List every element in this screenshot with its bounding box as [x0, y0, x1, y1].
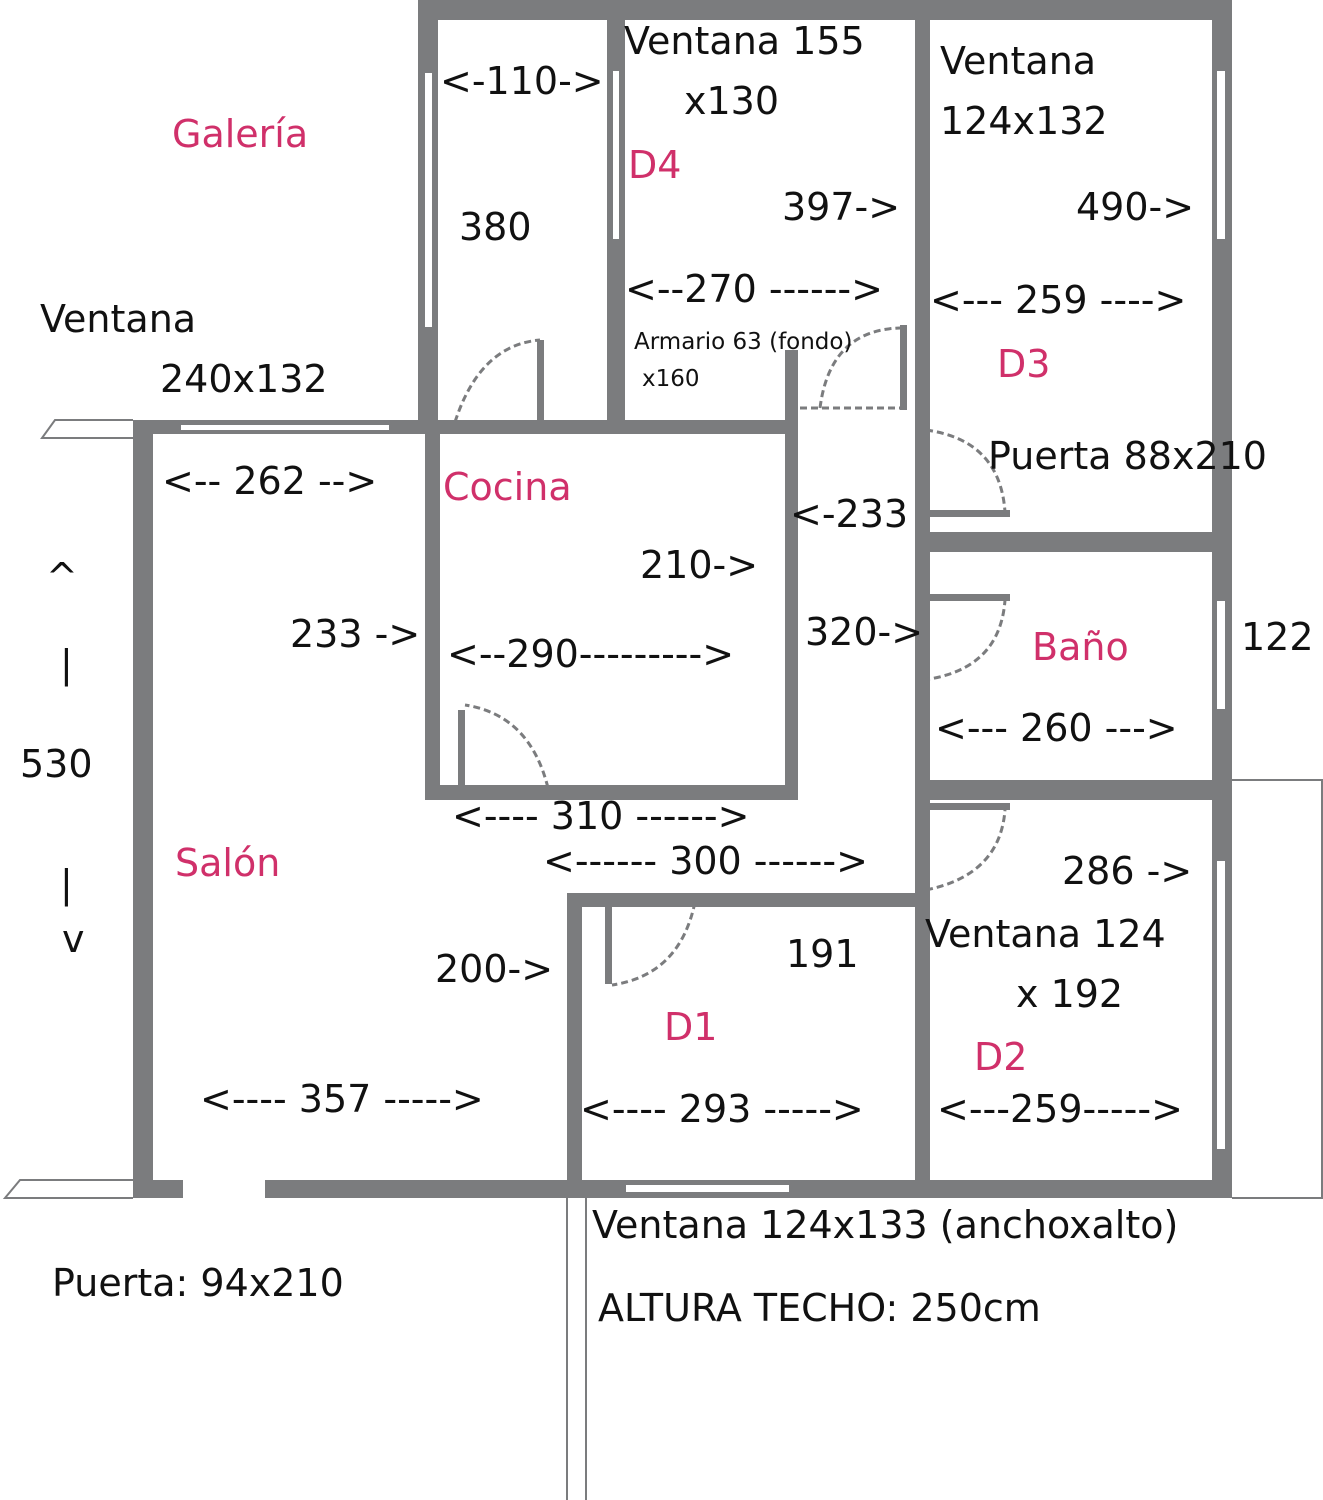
wall-d1-left: [567, 893, 582, 1198]
dim-d4-len: 397->: [782, 185, 900, 229]
wall-bano-bottom: [915, 780, 1232, 800]
balcony-bottom: [2, 1179, 133, 1199]
dim-d2-len: 286 ->: [1062, 849, 1192, 893]
door-galeria: [453, 338, 545, 424]
ventana-d4-1: Ventana 155: [624, 19, 865, 63]
dim-galeria: 380: [459, 205, 532, 249]
armario-1: Armario 63 (fondo): [634, 329, 852, 355]
dim-salon-len: 530: [20, 742, 93, 786]
window-d4-side: [611, 69, 621, 241]
room-label-d2: D2: [974, 1035, 1027, 1079]
dim-d3-len: 490->: [1076, 185, 1194, 229]
balcony-top: [40, 419, 133, 439]
doors: [453, 325, 1010, 987]
dim-pasillo-w: <------ 300 ------>: [543, 839, 868, 883]
ventana-gal-1: Ventana: [40, 297, 196, 341]
door-cocina: [455, 703, 550, 790]
door-d4: [800, 326, 910, 410]
wall-bottom-stub: [133, 1180, 183, 1198]
door-leaf-d3: [930, 510, 1010, 517]
wall-cocina-right: [785, 350, 798, 800]
salon-bar-1: |: [60, 642, 73, 687]
dim-d2-w: <---259----->: [937, 1087, 1183, 1131]
window-d2: [1215, 859, 1227, 1151]
dim-pasillo-len: 320->: [805, 610, 923, 654]
dim-d4-w: <--270 ------>: [625, 267, 883, 311]
puerta-d3: Puerta 88x210: [988, 434, 1267, 478]
door-d1: [600, 900, 697, 987]
armario-2: x160: [642, 366, 700, 392]
wall-d1-top: [567, 893, 930, 907]
puerta-main: Puerta: 94x210: [52, 1261, 344, 1305]
wall-salon-left: [133, 420, 153, 1198]
room-label-galeria: Galería: [172, 112, 308, 156]
dim-bano-w: <--- 260 --->: [935, 706, 1178, 750]
door-d3: [924, 428, 1007, 515]
wall-cocina-left: [425, 420, 440, 800]
door-leaf-galeria: [537, 340, 544, 422]
dim-cocina-bottom: <---- 310 ------>: [452, 794, 750, 838]
dim-cocina-len: 210->: [640, 543, 758, 587]
door-leaf-d1: [605, 902, 612, 984]
dim-d3-w: <--- 259 ---->: [930, 278, 1186, 322]
wall-d3-bottom: [915, 532, 1232, 552]
ventana-d3-2: 124x132: [940, 99, 1108, 143]
door-d2: [924, 805, 1007, 895]
wall-top: [418, 0, 1232, 20]
door-leaf-d4: [900, 325, 907, 410]
room-label-d3: D3: [997, 342, 1050, 386]
salon-arrow-down: v: [62, 917, 85, 961]
salon-bar-2: |: [60, 862, 73, 907]
outline-right: [1232, 779, 1323, 1199]
dim-d1-w: <---- 293 ----->: [580, 1087, 864, 1131]
dim-salon-bottom: <---- 357 ----->: [200, 1077, 484, 1121]
dim-salon-w: <-- 262 -->: [162, 459, 377, 503]
altura-techo: ALTURA TECHO: 250cm: [598, 1286, 1041, 1330]
ventana-bottom: Ventana 124x133 (anchoxalto): [592, 1203, 1178, 1247]
dim-d1-side: 200->: [435, 947, 553, 991]
ventana-d3-1: Ventana: [940, 39, 1096, 83]
room-label-salon: Salón: [175, 841, 280, 885]
salon-arrow-up: ^: [46, 555, 78, 599]
room-label-bano: Baño: [1032, 625, 1129, 669]
dim-cocina-w: <--290--------->: [447, 632, 734, 676]
window-d3: [1215, 69, 1227, 241]
door-leaf-d2: [930, 803, 1010, 810]
window-salon-top: [179, 423, 391, 432]
dim-bano-h: 122: [1241, 615, 1314, 659]
dim-pasillo: <-233: [790, 492, 908, 536]
dim-d1-len: 191: [786, 932, 859, 976]
door-leaf-cocina: [458, 710, 465, 790]
window-bano: [1215, 599, 1227, 711]
window-bottom: [624, 1183, 791, 1194]
dim-d4-width: <-110->: [440, 59, 604, 103]
ventana-d2-2: x 192: [1016, 972, 1123, 1016]
room-label-cocina: Cocina: [443, 465, 572, 509]
room-label-d4: D4: [628, 143, 681, 187]
door-bano: [921, 598, 1007, 685]
door-leaf-bano: [930, 594, 1010, 601]
ventana-gal-2: 240x132: [160, 357, 328, 401]
room-label-d1: D1: [664, 1005, 717, 1049]
outline-bottom: [566, 1198, 587, 1500]
dim-cocina-side: 233 ->: [290, 612, 420, 656]
ventana-d4-2: x130: [684, 79, 779, 123]
window-galeria: [423, 71, 434, 329]
wall-cocina-bottom: [425, 785, 798, 800]
ventana-d2-1: Ventana 124: [925, 912, 1166, 956]
